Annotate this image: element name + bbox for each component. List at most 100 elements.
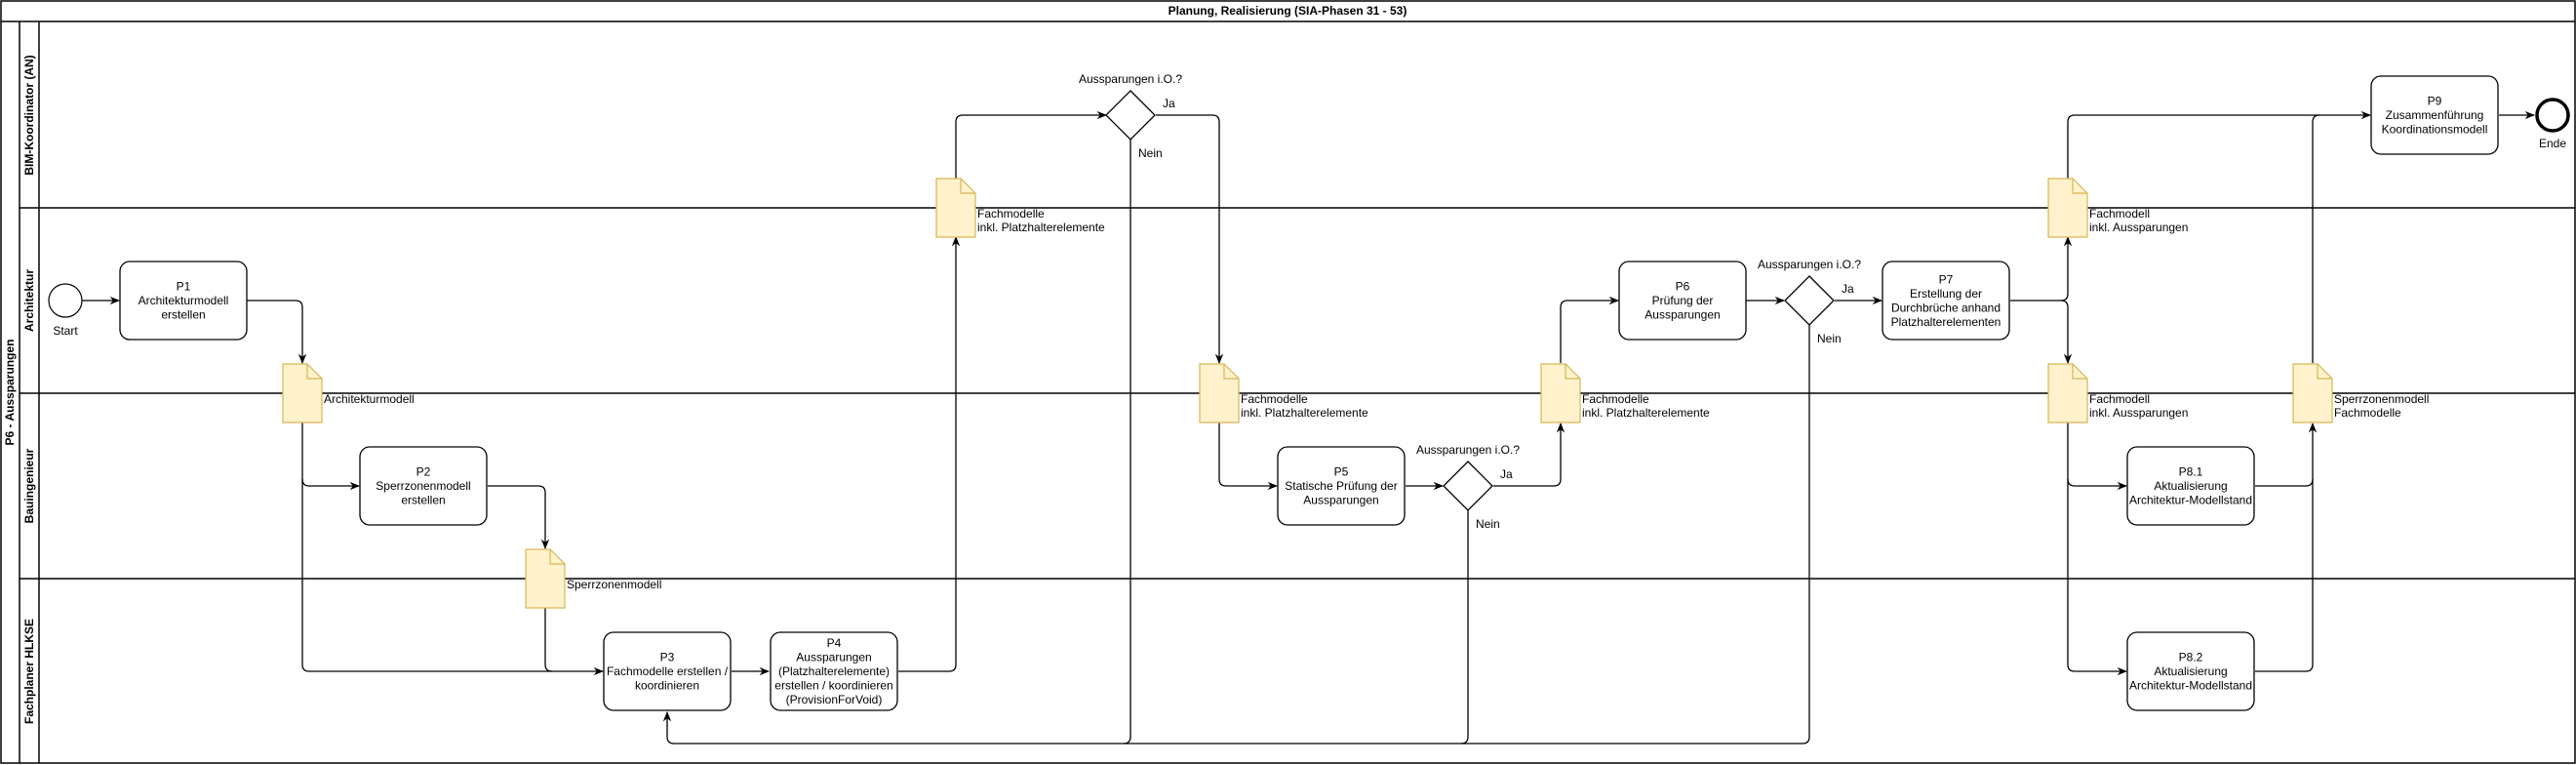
task-shape <box>2370 75 2499 155</box>
flow-p7-fachmodell-up[interactable] <box>2010 235 2073 302</box>
task-label-line: P6 <box>1676 280 1690 294</box>
task-p4[interactable]: P4Aussparungen(Platzhalterelemente)erste… <box>770 631 898 711</box>
flow-architekturmodell-p3[interactable] <box>301 479 605 676</box>
flow-fachmodell-p9[interactable] <box>2067 110 2372 179</box>
flow-p82-sperrzonenmodell[interactable] <box>2255 479 2314 672</box>
flow-gateway3-nein[interactable] <box>1461 325 1810 745</box>
task-label-line: P8.2 <box>2179 651 2203 664</box>
task-label-line: (ProvisionForVoid) <box>786 693 883 706</box>
end-event[interactable] <box>2535 98 2570 133</box>
task-label-line: Statische Prüfung der <box>1285 479 1397 493</box>
flow-gateway2-nein[interactable] <box>1124 510 1469 745</box>
lane-label-fachplaner-hlkse: Fachplaner HLKSE <box>22 619 36 724</box>
task-shape <box>1277 446 1406 526</box>
data-object-architekturmodell[interactable]: Architekturmodell <box>282 363 415 423</box>
document-label-line: inkl. Platzhalterelemente <box>1241 406 1368 420</box>
gateway-yes-label: Ja <box>1842 282 1854 296</box>
flow-p81-sperrzonenmodell[interactable] <box>2255 422 2318 487</box>
document-fold-icon <box>2317 364 2332 380</box>
task-label-line: Architektur-Modellstand <box>2129 494 2252 507</box>
flow-sperrzonenmodell-p9[interactable] <box>2312 114 2320 363</box>
flow-fachmodelle-p5[interactable] <box>1218 423 1279 491</box>
flow-p7-fachmodell-down[interactable] <box>2060 300 2073 365</box>
task-shape <box>603 631 732 711</box>
task-label-line: Platzhalterelementen <box>1891 315 2001 329</box>
gateway-diamond <box>1443 461 1493 511</box>
document-icon <box>282 363 323 423</box>
task-p8-1[interactable]: P8.1AktualisierungArchitektur-Modellstan… <box>2126 446 2255 526</box>
events: Start Ende <box>48 98 2570 338</box>
task-label-line: Aussparungen <box>1645 308 1720 322</box>
gateway-yes-label: Ja <box>1500 467 1513 481</box>
start-event-label: Start <box>53 324 78 338</box>
task-label-line: P7 <box>1939 272 1954 286</box>
task-label-line: erstellen <box>401 494 445 507</box>
document-label-line: inkl. Aussparungen <box>2089 406 2188 420</box>
gateway-no-label: Nein <box>1817 332 1842 345</box>
document-label-line: Fachmodell <box>2089 392 2150 406</box>
flow-p2-sperrzonenmodell[interactable] <box>488 485 550 550</box>
document-icon <box>935 178 976 238</box>
flow-gateway1-ja[interactable] <box>1156 114 1224 365</box>
document-label-line: Sperrzonenmodell <box>2334 392 2429 406</box>
task-label-line: P4 <box>827 636 842 650</box>
task-label-line: erstellen <box>161 308 205 322</box>
gateway-question: Aussparungen i.O.? <box>1416 443 1520 457</box>
task-label-line: erstellen / koordinieren <box>774 679 892 693</box>
task-label-line: P2 <box>416 465 431 479</box>
flow-p4-fachmodelle[interactable] <box>898 235 961 672</box>
task-label-line: koordinieren <box>635 679 699 693</box>
document-icon <box>1199 363 1240 423</box>
task-p8-2[interactable]: P8.2AktualisierungArchitektur-Modellstan… <box>2126 631 2255 711</box>
document-label-line: Sperrzonenmodell <box>567 578 661 591</box>
task-label-line: P8.1 <box>2179 465 2203 479</box>
document-icon <box>525 548 566 609</box>
flow-gateway2-ja[interactable] <box>1493 422 1565 487</box>
sequence-flows <box>82 110 2536 745</box>
data-objects: Architekturmodell Sperrzonenmodell Fachm… <box>282 178 2429 609</box>
data-object-sperrzonenmodell[interactable]: Sperrzonenmodell <box>525 548 661 609</box>
lane-label-bim-koordinator: BIM-Koordinator (AN) <box>22 55 36 175</box>
flow-fachmodell-p81[interactable] <box>2067 423 2128 491</box>
flow-architekturmodell-p2[interactable] <box>301 423 361 491</box>
flow-fachmodelle-gateway1[interactable] <box>955 110 1108 179</box>
document-fold-icon <box>1223 364 1239 380</box>
gateway-diamond <box>1105 90 1156 141</box>
task-label-line: Aussparungen <box>1303 494 1378 507</box>
flow-fachmodell-p82[interactable] <box>2067 479 2128 676</box>
document-label-line: Fachmodelle <box>1582 392 1649 406</box>
task-label-line: Erstellung der <box>1910 287 1982 301</box>
flow-sperrzonenmodell-p3[interactable] <box>544 607 553 672</box>
flow-gateway1-nein[interactable] <box>662 140 1131 745</box>
task-label-line: Durchbrüche anhand <box>1891 301 2001 314</box>
flow-fachmodelle-p6[interactable] <box>1560 296 1620 363</box>
flow-p1-architekturmodell[interactable] <box>247 300 307 365</box>
task-label-line: Architektur-Modellstand <box>2129 679 2252 693</box>
task-label-line: Zusammenführung <box>2386 108 2484 122</box>
start-event[interactable] <box>48 283 83 318</box>
task-label-line: Koordinationsmodell <box>2382 123 2488 137</box>
document-icon <box>2292 363 2333 423</box>
gateway-question: Aussparungen i.O.? <box>1079 72 1182 86</box>
task-label-line: P5 <box>1334 465 1349 479</box>
document-label-line: inkl. Aussparungen <box>2089 221 2188 234</box>
gateway-yes-label: Ja <box>1163 97 1175 110</box>
